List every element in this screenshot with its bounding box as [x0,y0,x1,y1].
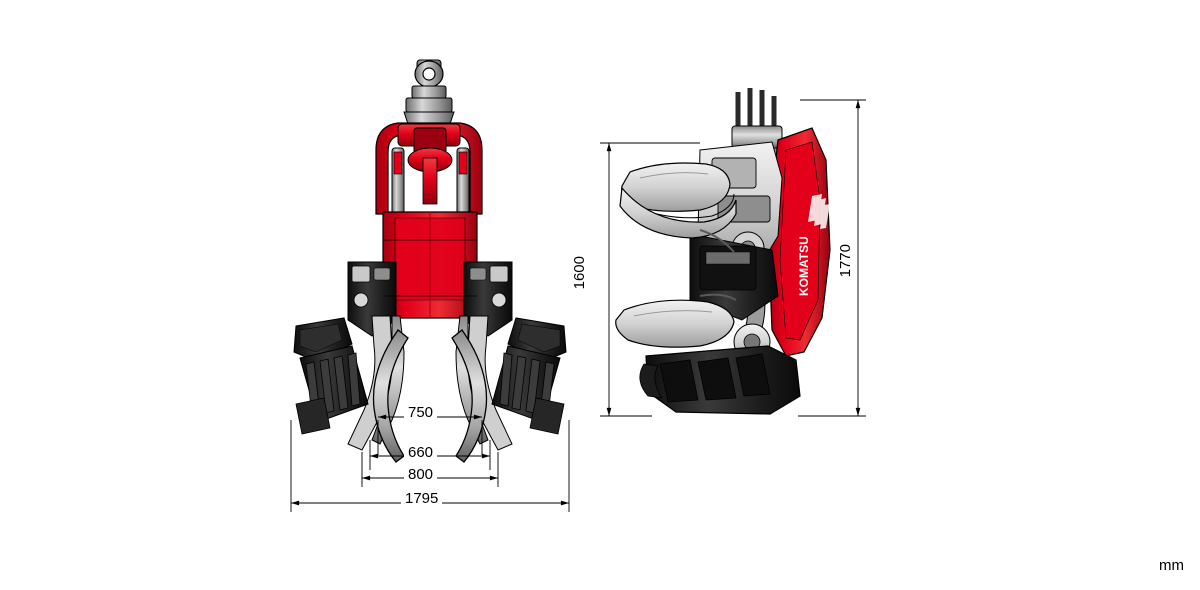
front-view-machine [293,59,567,463]
grapple-claws [372,329,488,463]
dimension-label-660: 660 [404,445,438,461]
feed-roller-right [491,345,565,435]
feed-roller-left [295,345,369,435]
side-base-housing [639,345,801,415]
dimension-label-1600: 1600 [571,252,588,294]
side-main-body: KOMATSU [767,127,831,357]
brand-text: KOMATSU [797,236,811,296]
dimension-label-1795: 1795 [401,491,443,507]
dimension-label-1770: 1770 [837,240,854,282]
side-claw-lower [615,299,735,348]
side-view-machine: KOMATSU [615,88,831,415]
front-view-detail-lines [383,239,477,297]
dimension-label-800: 800 [404,467,438,483]
unit-label: mm [1159,557,1184,574]
dimension-label-750: 750 [404,405,438,421]
side-claw-upper [619,162,737,239]
side-dark-frame [689,233,779,321]
side-detail-lines [699,229,737,301]
upper-frame [375,122,483,215]
rotator-assembly [403,59,455,125]
